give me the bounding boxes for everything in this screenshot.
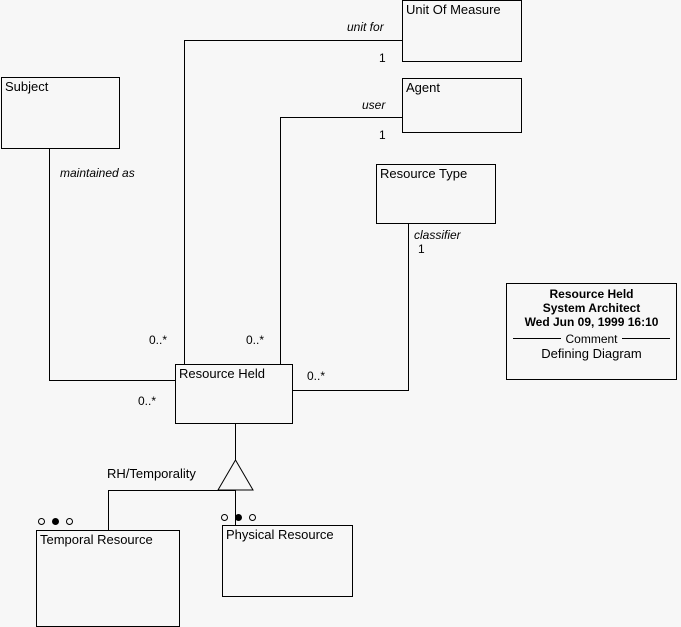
generalization-triangle-icon [217,459,254,491]
connector-generalization-stem [235,424,236,460]
connector-generalization-to-temporal [108,490,109,531]
multiplicity-resource-held-top-left: 0..* [149,333,168,347]
connector-generalization-bar [108,490,236,491]
constraint-circle-physical-left [221,514,228,521]
class-box-agent[interactable]: Agent [402,78,522,133]
generalization-label-rh-temporality: RH/Temporality [107,466,196,481]
class-name-unit-of-measure: Unit Of Measure [406,2,501,17]
constraint-circle-temporal-left [38,518,45,525]
title-block-separator-label: Comment [561,332,622,346]
multiplicity-user-one: 1 [379,128,386,142]
class-name-subject: Subject [5,79,49,94]
title-block: Resource Held System Architect Wed Jun 0… [506,283,677,380]
connector-classifier-vertical [408,224,409,391]
multiplicity-classifier-one: 1 [418,242,425,256]
constraint-circle-temporal-right [66,518,73,525]
multiplicity-unit-for-one: 1 [379,51,386,65]
connector-user-vertical [280,117,281,365]
constraint-circle-physical-right [249,514,256,521]
class-name-physical-resource: Physical Resource [226,527,334,542]
multiplicity-resource-held-bottom-left: 0..* [138,394,157,408]
class-box-subject[interactable]: Subject [1,77,120,149]
multiplicity-resource-held-right: 0..* [307,369,326,383]
class-box-resource-held[interactable]: Resource Held [175,364,293,424]
connector-classifier-horizontal [293,390,409,391]
connector-maintained-as-vertical [49,149,50,381]
association-label-maintained-as: maintained as [60,166,135,180]
class-box-resource-type[interactable]: Resource Type [376,164,496,224]
class-box-unit-of-measure[interactable]: Unit Of Measure [402,0,522,62]
constraint-circle-temporal-middle-filled [52,518,59,525]
title-block-comment: Defining Diagram [541,346,642,361]
class-name-resource-held: Resource Held [179,366,265,381]
title-block-timestamp: Wed Jun 09, 1999 16:10 [524,315,659,329]
multiplicity-resource-held-top-right: 0..* [246,333,265,347]
connector-unit-for-horizontal [184,40,403,41]
constraint-circle-physical-middle-filled [235,514,242,521]
class-box-physical-resource[interactable]: Physical Resource [222,525,353,597]
title-block-separator: Comment [507,330,676,346]
class-name-agent: Agent [406,80,440,95]
connector-user-horizontal [280,117,403,118]
association-label-unit-for: unit for [347,20,384,34]
connector-unit-for-vertical [184,40,185,365]
association-label-classifier: classifier [414,228,461,242]
connector-generalization-to-physical [235,490,236,526]
class-box-temporal-resource[interactable]: Temporal Resource [36,530,180,627]
class-name-resource-type: Resource Type [380,166,468,181]
title-block-author: System Architect [542,301,641,315]
class-name-temporal-resource: Temporal Resource [40,532,153,547]
title-block-diagram-name: Resource Held [549,287,634,301]
connector-maintained-as-horizontal [49,380,176,381]
association-label-user: user [362,98,386,112]
